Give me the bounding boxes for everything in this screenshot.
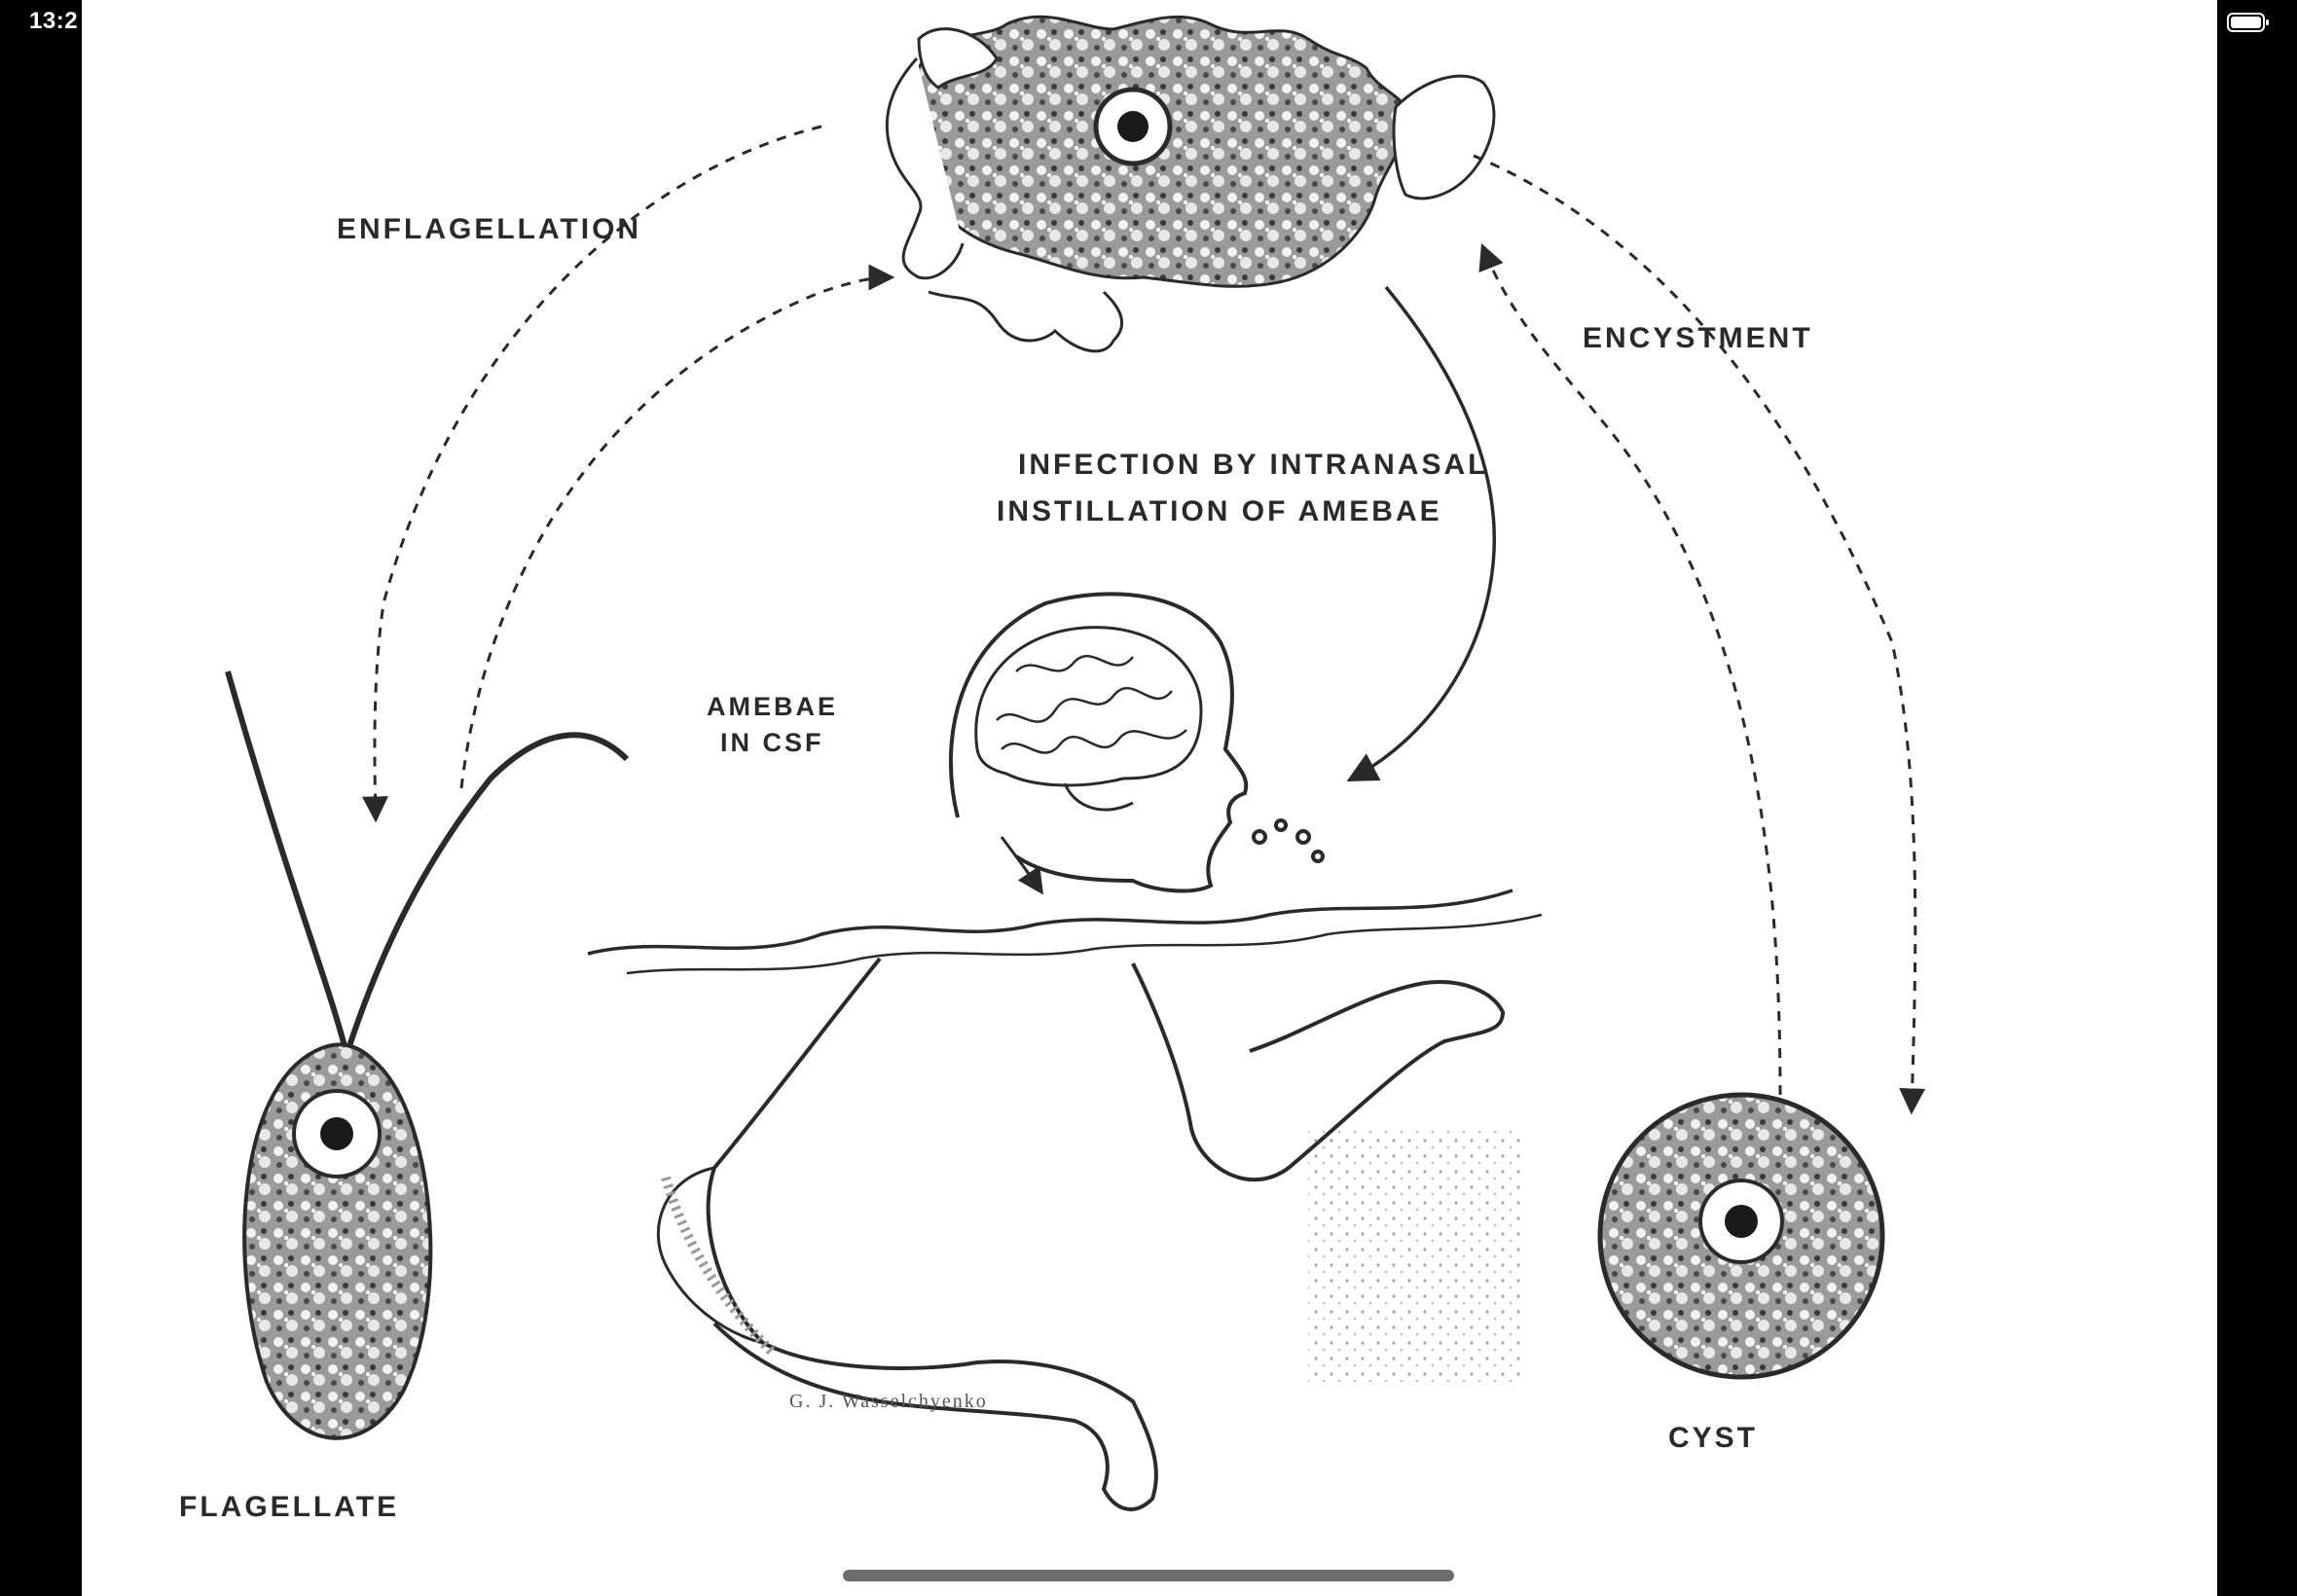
naegleria-life-cycle-diagram: ENFLAGELLATION ENCYSTMENT INFECTION BY I…	[82, 0, 2217, 1596]
home-indicator[interactable]	[843, 1570, 1454, 1581]
label-infection-line2: INSTILLATION OF AMEBAE	[997, 495, 1442, 527]
image-panel: ENFLAGELLATION ENCYSTMENT INFECTION BY I…	[82, 0, 2217, 1596]
artist-signature: G. J. Wasselchyenko	[789, 1391, 988, 1412]
label-amebae-line2: IN CSF	[720, 728, 824, 757]
label-amebae-line1: AMEBAE	[707, 692, 838, 721]
label-encystment: ENCYSTMENT	[1583, 322, 1813, 354]
flagellate-organism	[228, 671, 627, 1438]
label-enflagellation: ENFLAGELLATION	[337, 213, 641, 245]
cyst-organism	[1600, 1095, 1882, 1377]
arrow-cyst-return	[1483, 248, 1780, 1095]
battery-icon	[2227, 12, 2270, 33]
label-flagellate: FLAGELLATE	[179, 1491, 399, 1523]
status-bar-time: 13:2	[29, 8, 78, 35]
label-infection-line1: INFECTION BY INTRANASAL	[1018, 449, 1488, 481]
arrow-encystment-outer	[1474, 156, 1915, 1109]
amoeba-trophozoite	[887, 17, 1494, 351]
label-cyst: CYST	[1668, 1422, 1758, 1454]
arrow-infection	[1352, 287, 1494, 779]
